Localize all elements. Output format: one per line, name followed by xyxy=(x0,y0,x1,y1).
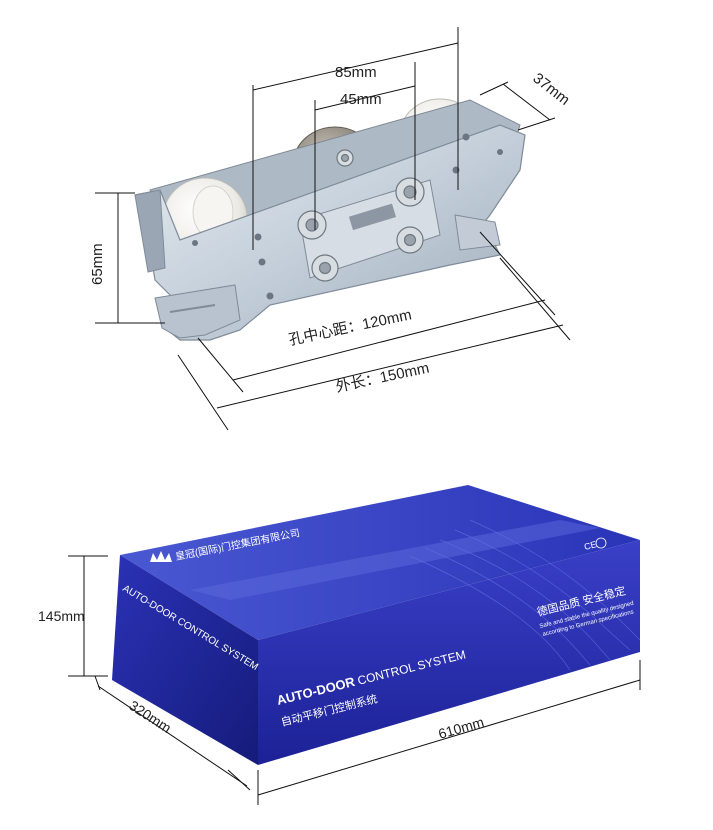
dim-45: 45mm xyxy=(340,91,382,108)
dim-box-length: 610mm xyxy=(436,714,485,742)
roller-dimension-lines xyxy=(95,27,571,431)
dim-85: 85mm xyxy=(335,64,377,81)
dim-hole-distance: 孔中心距：120mm xyxy=(287,306,413,349)
dim-overall-length: 外长：150mm xyxy=(334,360,430,396)
bolt xyxy=(297,149,425,282)
dim-box-height: 145mm xyxy=(38,608,85,624)
dim-37: 37mm xyxy=(530,70,573,109)
dim-65: 65mm xyxy=(89,243,106,285)
box-front-face xyxy=(258,540,640,765)
packaging-box: 皇冠(国际)门控集团有限公司 AUTO-DOOR CONTROL SYSTEM … xyxy=(112,485,641,765)
box-side-face xyxy=(112,555,258,765)
crown-logo xyxy=(150,551,172,562)
box-dimension-lines xyxy=(68,555,641,805)
roller-assembly xyxy=(134,98,526,341)
ce-mark: CE xyxy=(583,539,598,552)
